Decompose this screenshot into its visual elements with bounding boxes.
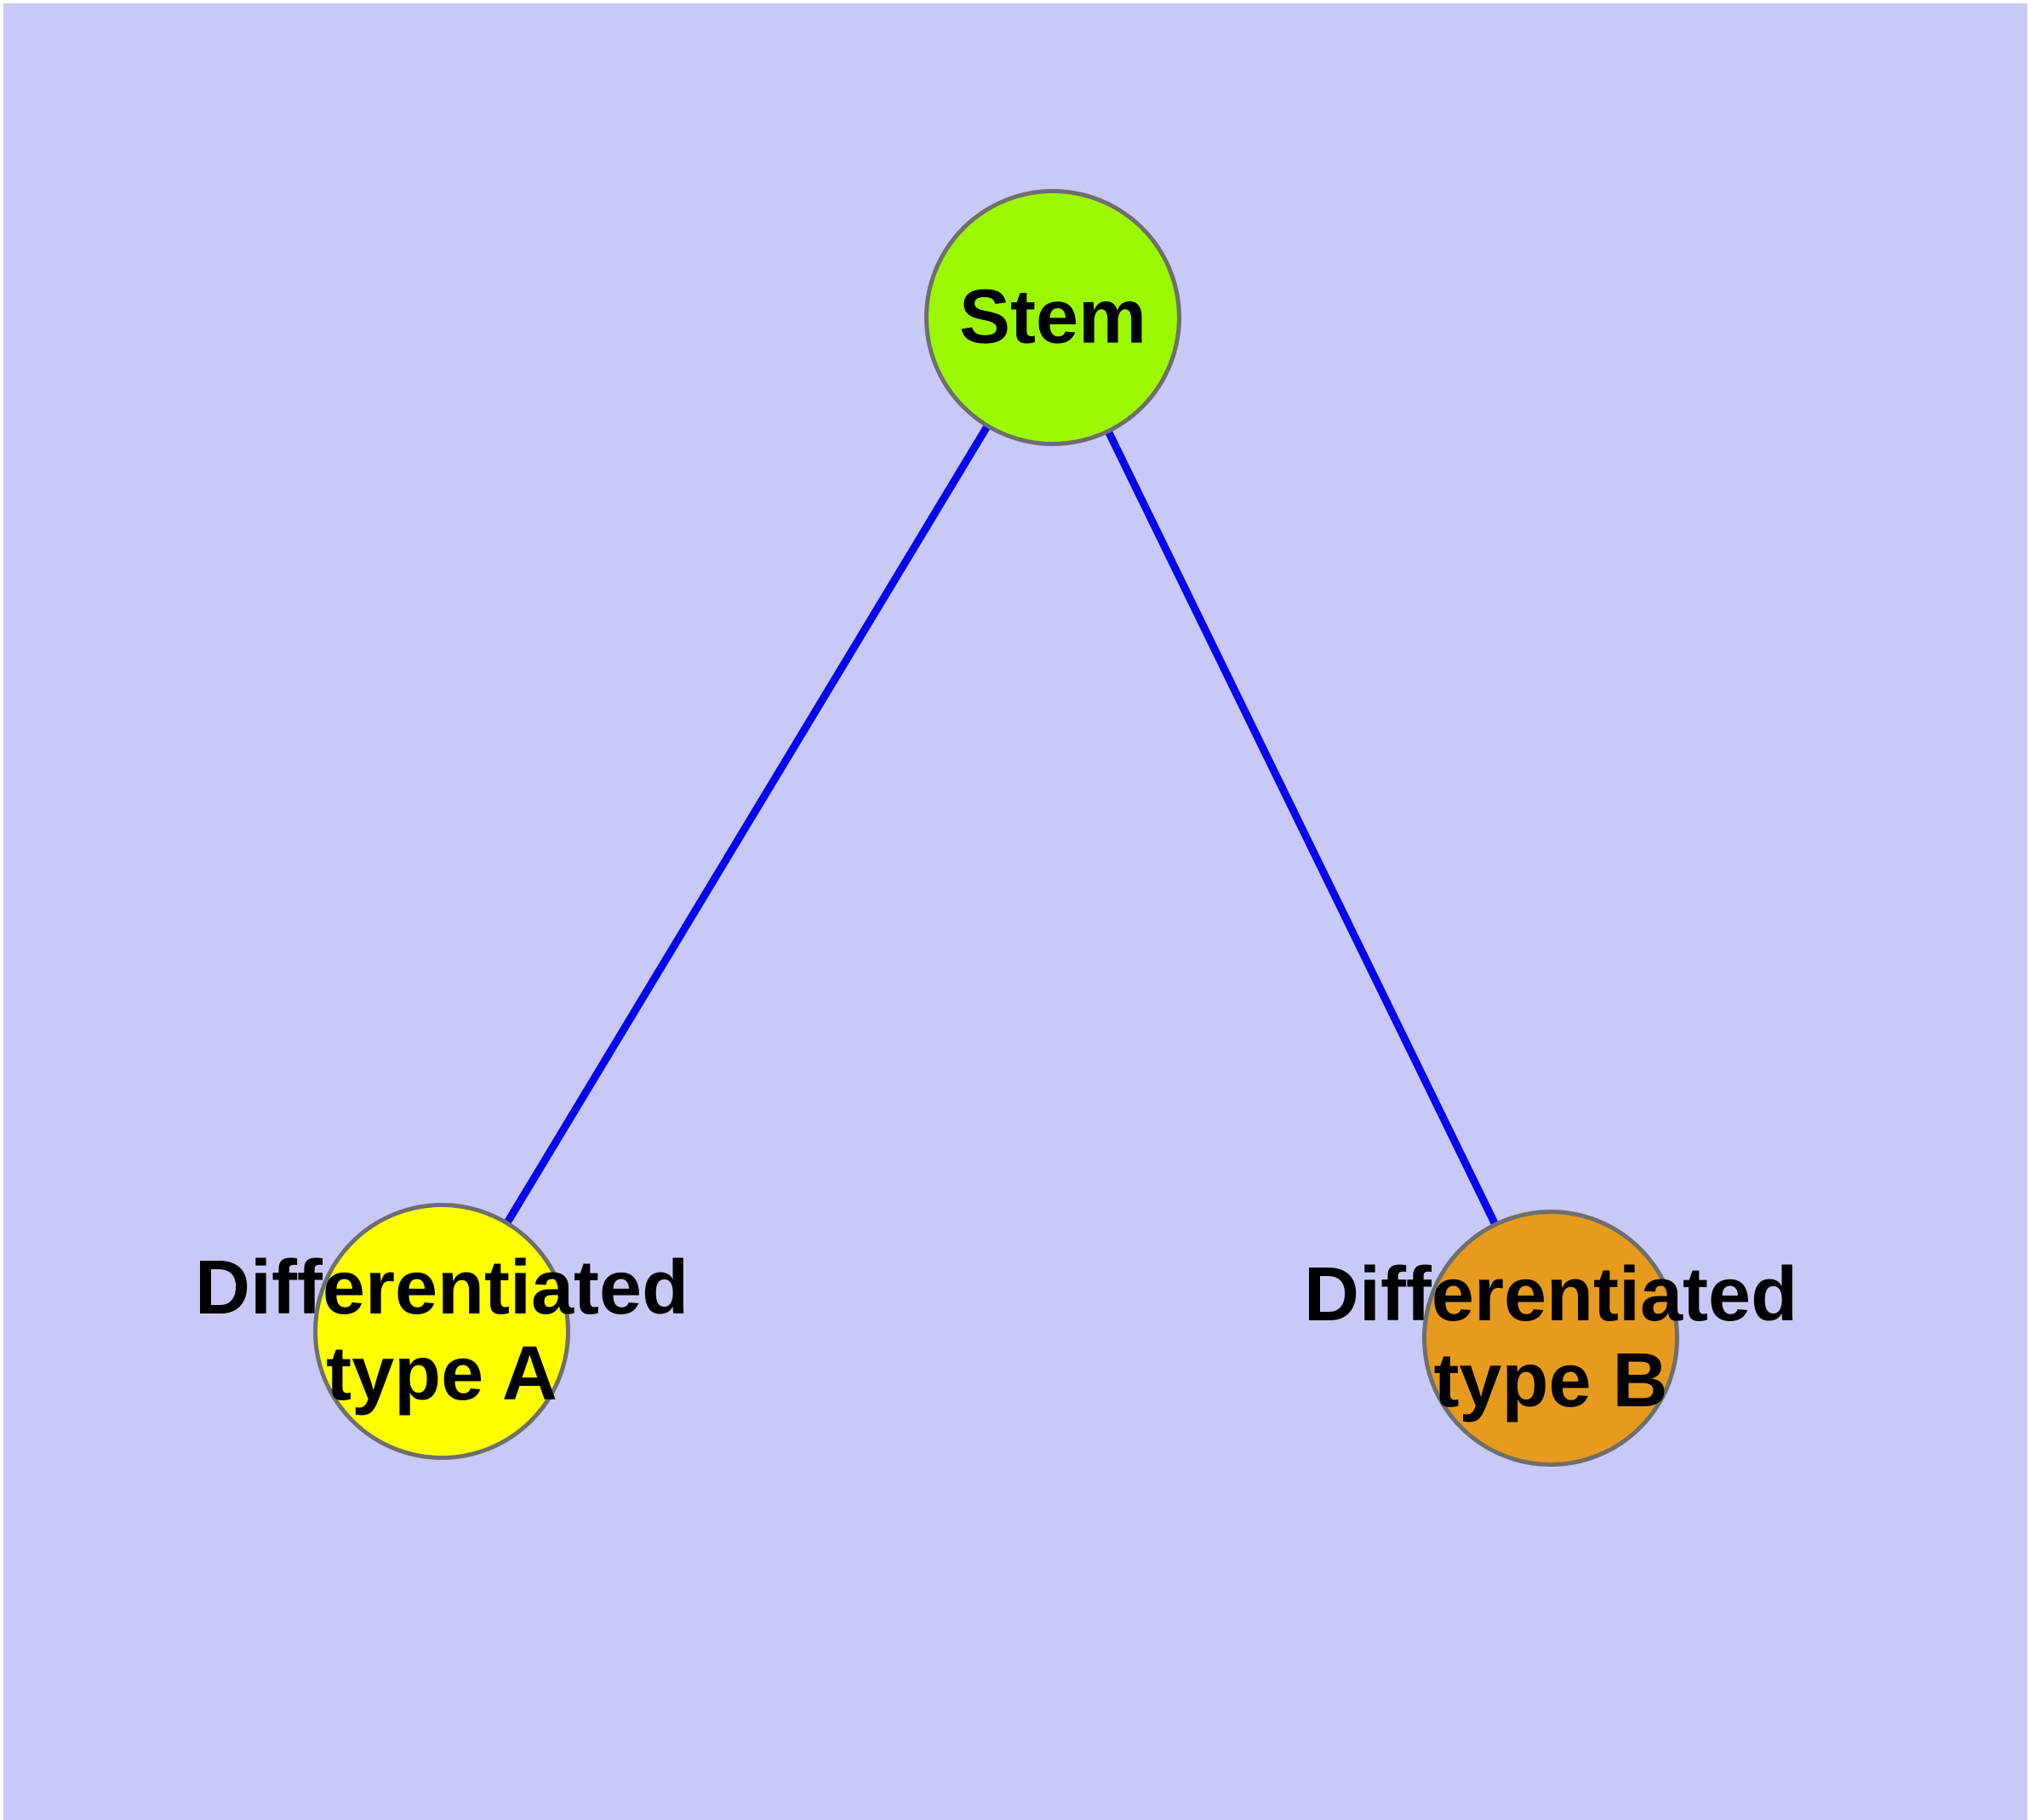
node-differentiated-type-b-label: Differentiated type B bbox=[1303, 1252, 1798, 1423]
node-differentiated-type-a-label: Differentiated type A bbox=[194, 1245, 689, 1417]
node-stem: Stem bbox=[924, 189, 1181, 446]
edge-stem-to-type-a bbox=[438, 315, 1056, 1334]
node-differentiated-type-b: Differentiated type B bbox=[1304, 1210, 1798, 1467]
edge-stem-to-type-b bbox=[1049, 316, 1555, 1340]
node-differentiated-type-a: Differentiated type A bbox=[195, 1203, 689, 1460]
node-stem-label: Stem bbox=[958, 274, 1147, 360]
